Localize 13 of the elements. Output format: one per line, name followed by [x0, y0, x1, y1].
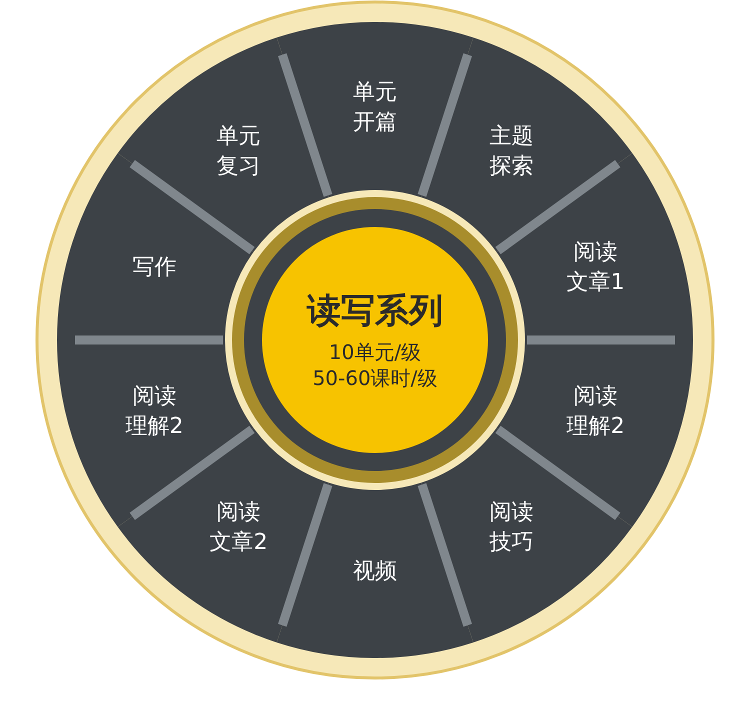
- segment-label: 阅读文章1: [566, 239, 625, 298]
- segment-label: 阅读理解2: [125, 382, 184, 441]
- center-title: 读写系列: [307, 290, 443, 333]
- segment-label: 阅读理解2: [566, 382, 625, 441]
- segment-label: 阅读技巧: [489, 498, 534, 557]
- segment-label: 阅读文章2: [210, 498, 268, 557]
- segment-label: 主题探索: [489, 123, 534, 182]
- segment-label: 单元开篇: [353, 79, 397, 137]
- segment-label: 单元复习: [216, 123, 261, 182]
- segment-label: 写作: [132, 254, 176, 282]
- center-subtitle: 10单元/级: [328, 339, 422, 365]
- center-subtitle: 50-60课时/级: [312, 365, 438, 391]
- segment-label: 视频: [353, 558, 397, 586]
